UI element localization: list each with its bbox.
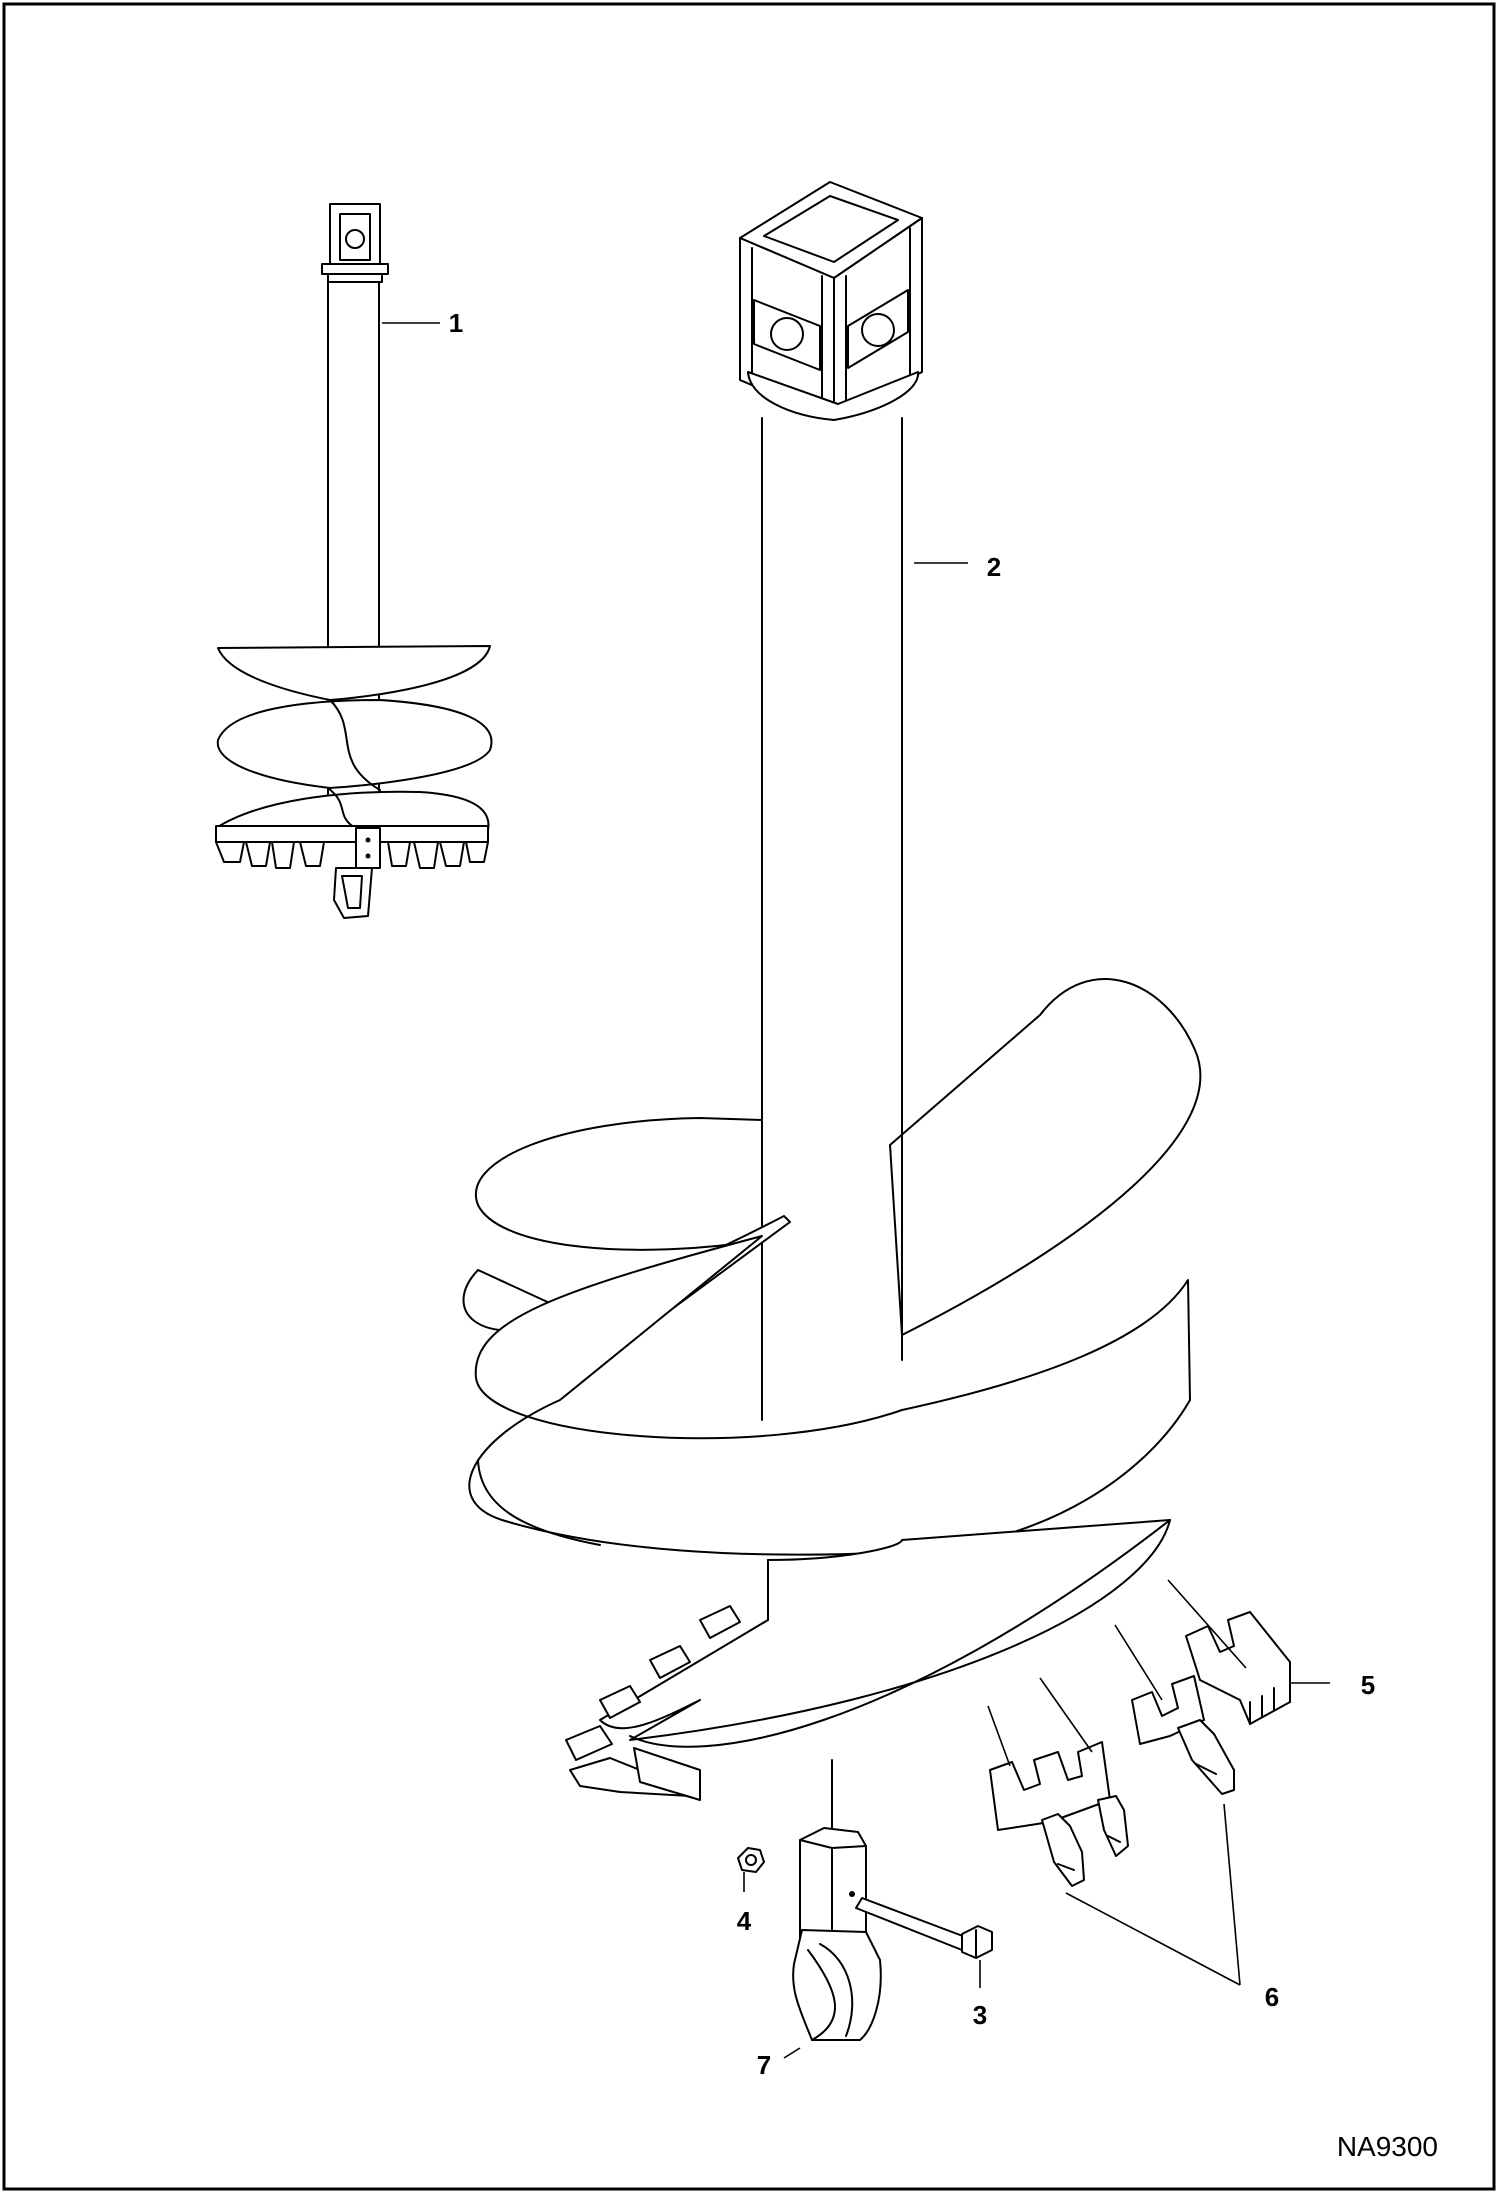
callout-4: 4: [737, 1906, 752, 1936]
callout-7: 7: [757, 2050, 771, 2080]
callout-6: 6: [1265, 1982, 1279, 2012]
leader-lines: [382, 322, 1330, 2059]
callout-1: 1: [449, 308, 463, 338]
large-auger-assembly: [462, 181, 1202, 1801]
small-auger-assembly: [215, 203, 493, 919]
bolt: [855, 1897, 993, 1959]
auger-tooth-single: [1185, 1611, 1291, 1725]
callout-2: 2: [987, 552, 1001, 582]
auger-teeth: [989, 1675, 1235, 1887]
callout-3: 3: [973, 2000, 987, 2030]
nut: [737, 1847, 765, 1873]
callout-5: 5: [1361, 1670, 1375, 1700]
pilot-bit: [792, 1759, 882, 2041]
figure-number: NA9300: [1337, 2131, 1438, 2162]
callout-labels: 1 2 3 4 5 6 7: [449, 308, 1375, 2080]
